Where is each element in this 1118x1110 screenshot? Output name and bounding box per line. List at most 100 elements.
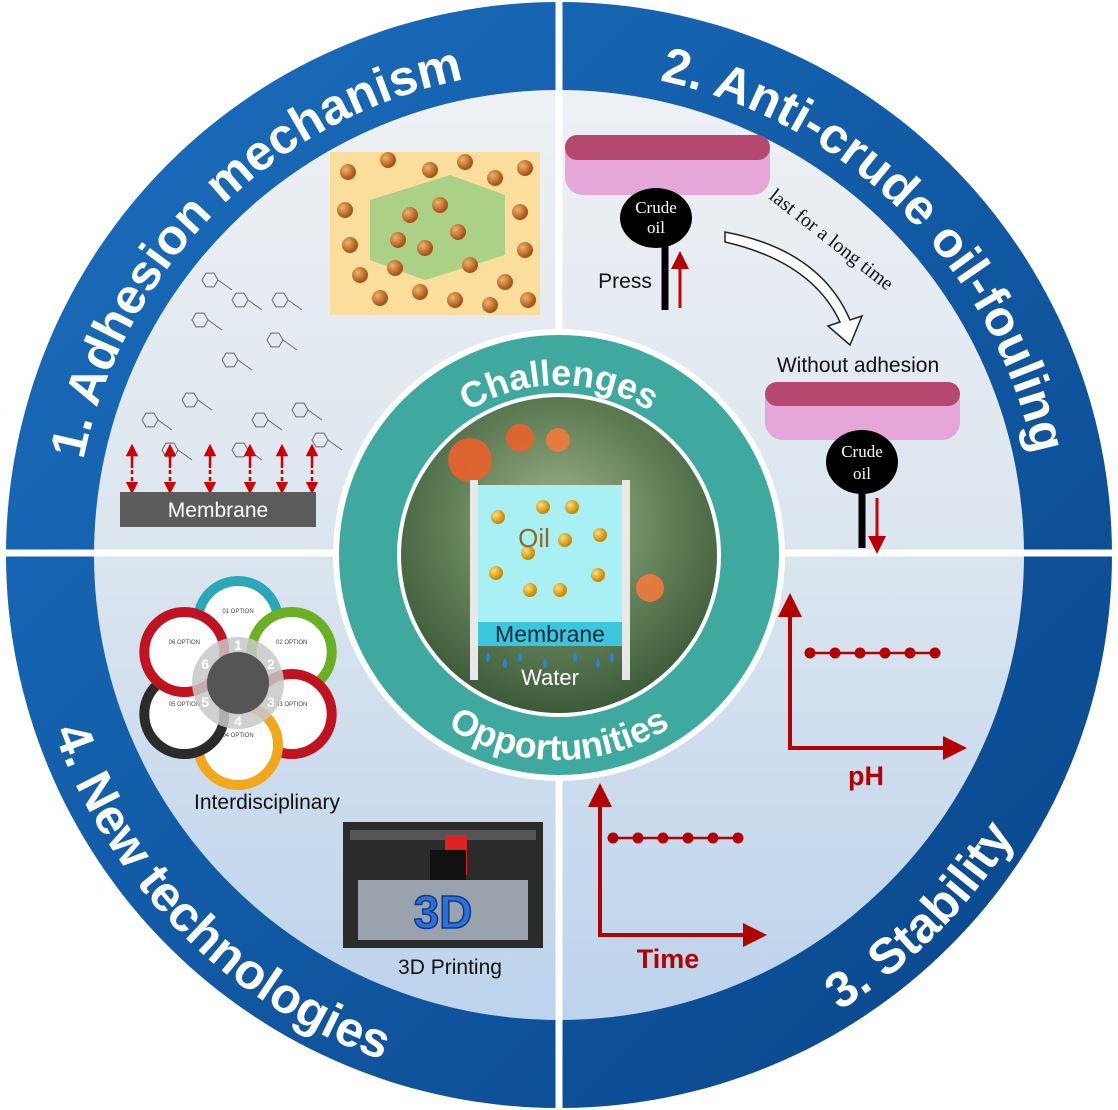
oil-droplet <box>523 583 537 597</box>
crude-label-top: Crude <box>635 198 677 217</box>
stability-point <box>657 832 669 844</box>
crude-oil-drop-top <box>620 188 692 248</box>
press-label: Press <box>598 270 652 293</box>
particle <box>380 152 396 168</box>
petal-option-label: 06 OPTION <box>169 640 200 646</box>
stability-point <box>854 647 866 659</box>
oil-label-top: oil <box>647 218 665 237</box>
particle <box>517 242 533 258</box>
membrane-label: Membrane <box>168 499 268 522</box>
molecule-bond <box>307 409 323 421</box>
crude-label-bottom: Crude <box>841 442 883 461</box>
molecule-ring <box>251 412 269 428</box>
ph-chart: pH <box>778 593 967 791</box>
stability-point <box>607 832 619 844</box>
particle <box>342 237 358 253</box>
petal-number: 3 <box>267 694 275 710</box>
molecule-ring <box>141 412 159 428</box>
particle <box>402 207 418 223</box>
oil-droplet <box>591 568 605 582</box>
fruit <box>636 574 664 602</box>
particle-box <box>330 152 540 315</box>
petal-number: 5 <box>201 694 209 710</box>
molecule-ring <box>191 312 209 328</box>
water-droplet <box>543 658 547 668</box>
particle <box>487 170 503 186</box>
molecule-bond <box>327 439 343 451</box>
molecule-bond <box>287 299 303 311</box>
curved-arrow <box>724 231 864 347</box>
molecule-ring <box>201 272 219 288</box>
without-adhesion-label: Without adhesion <box>777 354 939 377</box>
molecule-ring <box>291 402 309 418</box>
molecule-ring <box>221 352 239 368</box>
petal-option-label: 03 OPTION <box>276 702 307 708</box>
particle <box>517 160 533 176</box>
petal-number: 4 <box>234 713 242 729</box>
time-chart: Time <box>588 783 767 974</box>
flower-center <box>207 652 269 714</box>
molecule-bond <box>177 449 193 461</box>
petal-number: 1 <box>234 637 242 653</box>
3d-printing-label: 3D Printing <box>398 956 502 979</box>
molecule-ring <box>231 442 249 458</box>
particle <box>390 232 406 248</box>
molecule-bond <box>197 399 213 411</box>
oil-droplet <box>593 528 607 542</box>
particle <box>352 267 368 283</box>
particle <box>432 197 448 213</box>
stability-point <box>632 832 644 844</box>
molecule-bond <box>217 279 233 291</box>
petal-option-label: 05 OPTION <box>169 702 200 708</box>
oil-droplet <box>558 533 572 547</box>
membrane-bar <box>120 492 316 527</box>
petal-number: 2 <box>267 656 275 672</box>
stability-point <box>829 647 841 659</box>
time-axis-label: Time <box>637 944 700 974</box>
molecule-structures <box>141 272 343 461</box>
molecule-ring <box>181 392 199 408</box>
water-droplet <box>610 652 614 662</box>
water-droplet <box>596 658 600 668</box>
molecule-ring <box>161 442 179 458</box>
fruit <box>546 428 570 452</box>
fruit <box>448 438 492 482</box>
particle <box>422 162 438 178</box>
stability-point <box>682 832 694 844</box>
particle <box>482 297 498 313</box>
3d-printer-photo: 3D <box>343 822 543 948</box>
water-droplet <box>518 652 522 662</box>
particle <box>450 224 466 240</box>
particle <box>457 154 473 170</box>
molecule-bond <box>207 319 223 331</box>
molecule-bond <box>282 339 298 351</box>
molecule-ring <box>266 332 284 348</box>
particle <box>417 240 433 256</box>
separation-cell: Oil Membrane Water <box>470 480 630 690</box>
petal-number: 6 <box>201 656 209 672</box>
particle <box>387 260 403 276</box>
stability-point <box>707 832 719 844</box>
stability-point <box>879 647 891 659</box>
crude-oil-drop-bottom <box>826 430 898 494</box>
oil-label-bottom: oil <box>853 464 871 483</box>
particle <box>512 204 528 220</box>
stability-point <box>904 647 916 659</box>
crude-oil-foam-bottom <box>765 382 960 440</box>
molecule-ring <box>231 292 249 308</box>
particle <box>337 202 353 218</box>
molecule-ring <box>271 292 289 308</box>
oil-label: Oil <box>518 523 550 553</box>
water-droplet <box>486 652 490 662</box>
water-label: Water <box>521 665 579 690</box>
molecule-bond <box>267 419 283 431</box>
particle <box>372 290 388 306</box>
oil-droplet <box>491 510 505 524</box>
center-membrane-label: Membrane <box>495 621 605 647</box>
molecule-bond <box>157 419 173 431</box>
particle <box>412 284 428 300</box>
oil-droplet <box>565 500 579 514</box>
molecule-ring <box>311 432 329 448</box>
